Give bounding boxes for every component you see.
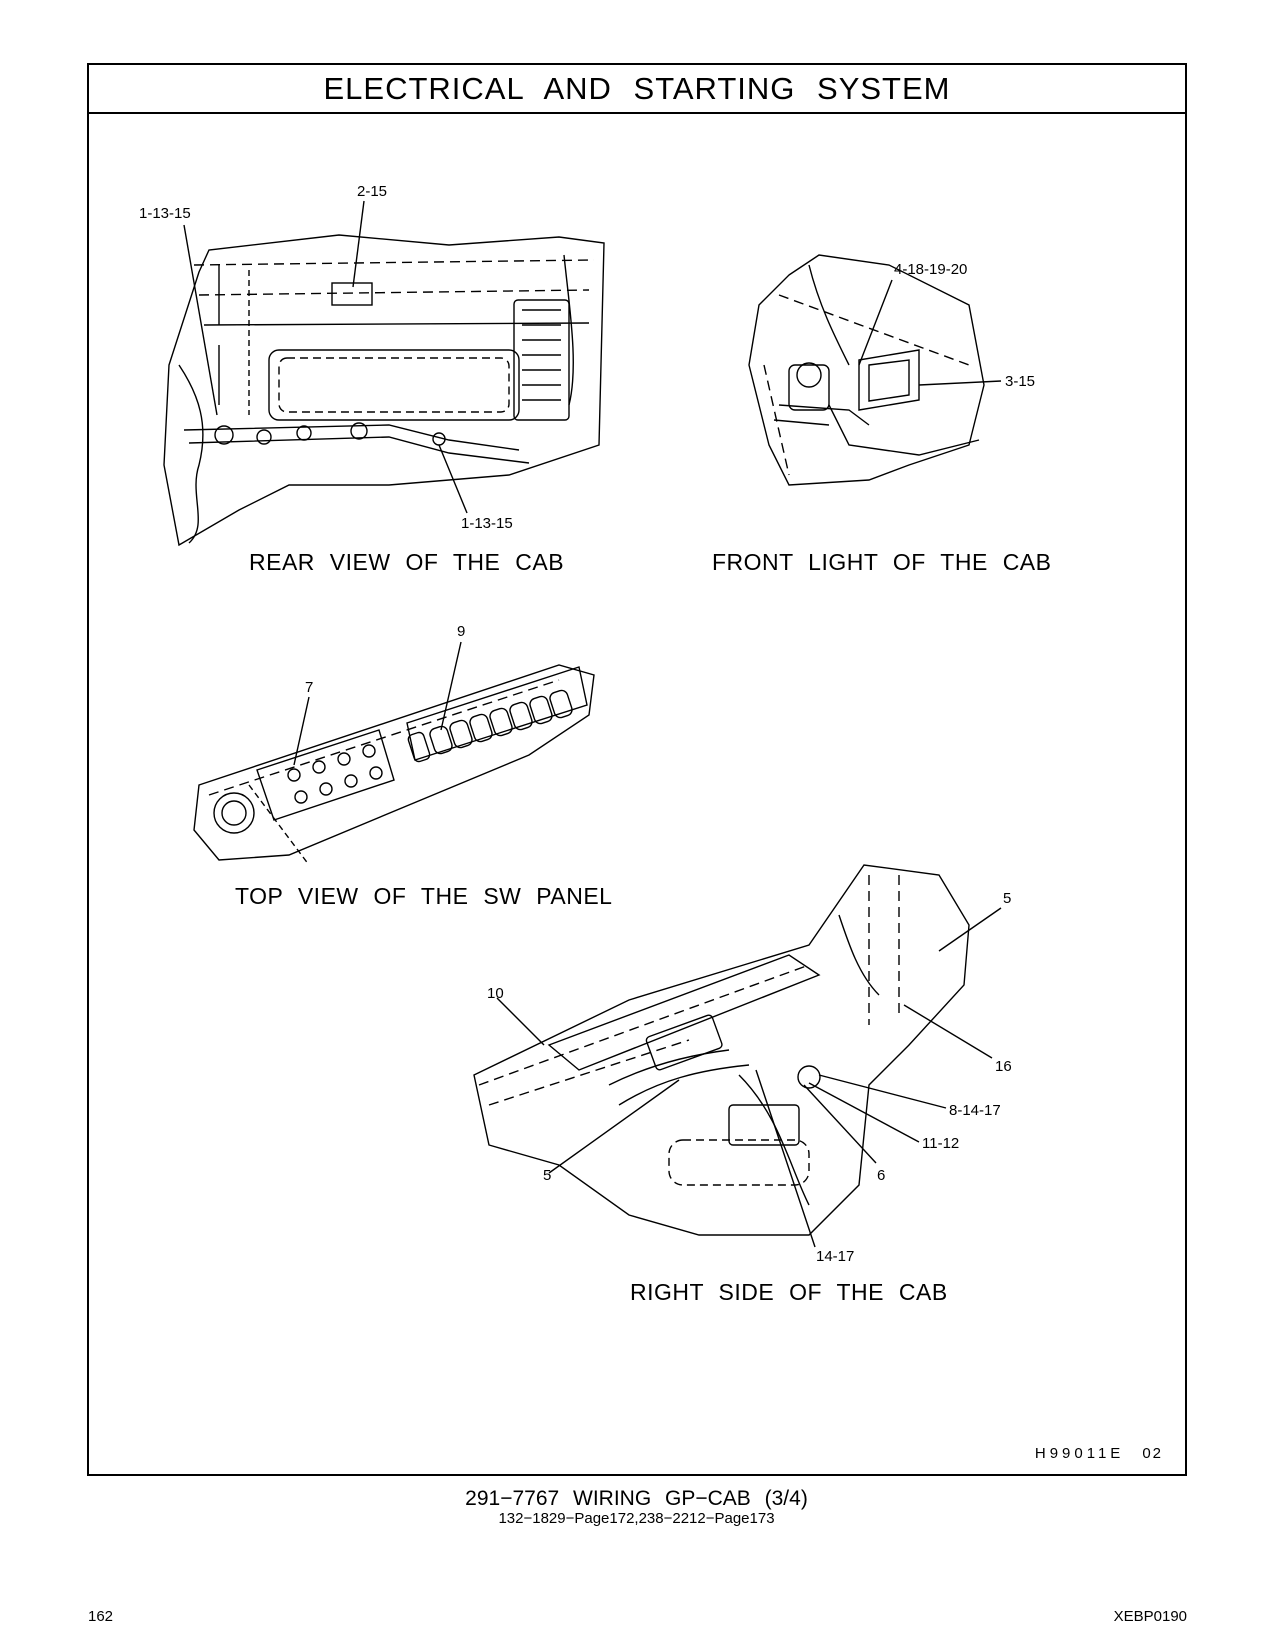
wiring-illustrations [163,200,1002,1248]
figure-title: 291−7767 WIRING GP−CAB (3/4) [465,1487,808,1510]
sw-panel-drawing [193,641,595,866]
callout-label: 7 [305,679,314,696]
callout-label: 5 [543,1167,552,1184]
callout-label: 3-15 [1005,373,1036,390]
front-light-drawing [748,254,1002,486]
callout-label: 14-17 [816,1248,855,1265]
callout-label: 4-18-19-20 [894,261,968,278]
document-code: XEBP0190 [1113,1608,1187,1625]
rear-view-drawing [163,200,605,547]
callout-label: 2-15 [357,183,388,200]
page-frame: ELECTRICAL AND STARTING SYSTEM [87,63,1187,1476]
callout-label: 6 [877,1167,886,1184]
callout-label: 16 [995,1058,1012,1075]
callout-label: 1-13-15 [139,205,191,222]
page-title: ELECTRICAL AND STARTING SYSTEM [89,65,1185,114]
callout-label: 11-12 [922,1135,960,1152]
callout-label: 10 [487,985,504,1002]
sw-panel-caption: TOP VIEW OF THE SW PANEL [235,883,613,909]
drawing-number: H99011E [1034,1445,1125,1462]
callout-label: 1-13-15 [461,515,513,532]
front-light-caption: FRONT LIGHT OF THE CAB [712,549,1052,575]
callout-label: 5 [1003,890,1012,907]
callout-label: 9 [457,623,466,640]
rear-view-caption: REAR VIEW OF THE CAB [249,549,565,575]
callout-label: 8-14-17 [949,1102,1001,1119]
page-number: 162 [88,1608,114,1625]
right-side-drawing [473,864,1002,1248]
right-side-caption: RIGHT SIDE OF THE CAB [630,1279,948,1305]
drawing-code: H99011E 02 [1035,1445,1163,1462]
drawing-revision: 02 [1142,1445,1163,1462]
figure-subtitle: 132−1829−Page172,238−2212−Page173 [498,1510,775,1527]
